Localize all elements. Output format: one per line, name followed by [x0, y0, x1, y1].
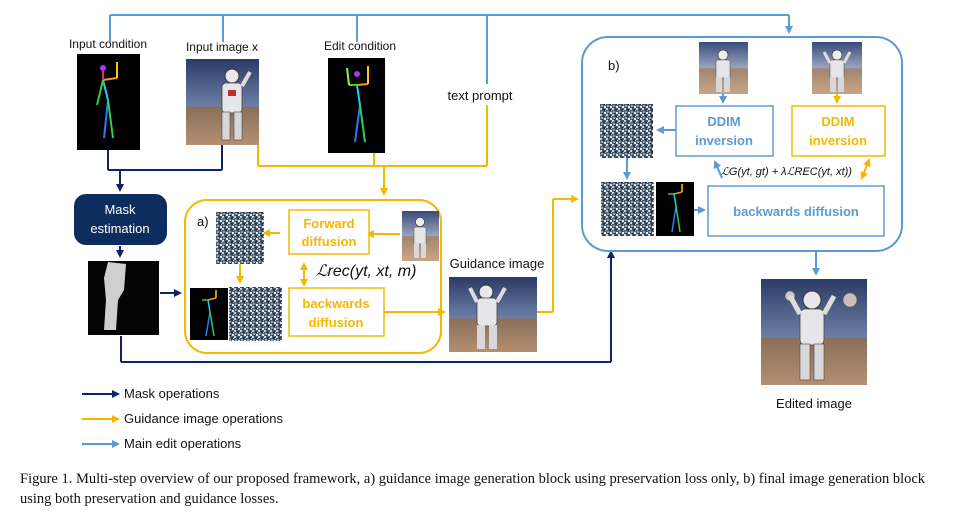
edited-image-label: Edited image [776, 396, 852, 411]
edited-image [761, 279, 867, 385]
block-b-input-image-1 [699, 42, 748, 94]
main-edit-top-lines [109, 14, 793, 84]
backwards-diffusion-a-text-1: backwards [302, 296, 369, 311]
input-image [186, 59, 259, 145]
forward-diffusion-text-1: Forward [303, 216, 354, 231]
ddim-inversion-1-text-1: DDIM [707, 114, 740, 129]
forward-diffusion-text-2: diffusion [302, 234, 357, 249]
loss-b-formula: ℒG(yt, gt) + λℒREC(yt, xt)) [721, 166, 852, 178]
mask-estimation-box: Mask estimation [74, 194, 167, 245]
ddim-inversion-1-text-2: inversion [695, 133, 753, 148]
ddim-inversion-2-text-1: DDIM [821, 114, 854, 129]
noise-image-a-top [216, 212, 264, 264]
ddim-inversion-box-1: DDIM inversion [675, 105, 774, 157]
legend: Mask operations Guidance image operation… [82, 386, 283, 451]
guidance-image [449, 277, 537, 352]
legend-label-guidance: Guidance image operations [124, 411, 283, 426]
backwards-diffusion-b-box: backwards diffusion [707, 185, 885, 237]
guidance-operations-lines [236, 105, 579, 316]
ddim-inversion-2-text-2: inversion [809, 133, 867, 148]
block-b-arrows [623, 94, 871, 276]
block-b-guidance-image [812, 42, 862, 94]
backwards-diffusion-b-text: backwards diffusion [733, 204, 859, 219]
input-condition-label: Input condition [69, 37, 147, 51]
block-b-container [581, 36, 903, 252]
input-condition-image [77, 54, 140, 150]
backwards-diffusion-a-text-2: diffusion [309, 315, 364, 330]
block-a-pose-image [190, 288, 228, 340]
mask-estimation-text-2: estimation [90, 221, 149, 236]
loss-a-formula: ℒrec(yt, xt, m) [316, 263, 416, 280]
legend-label-main-edit: Main edit operations [124, 436, 242, 451]
figure-caption: Figure 1. Multi-step overview of our pro… [20, 471, 926, 507]
edit-condition-image [328, 58, 385, 153]
guidance-image-label: Guidance image [450, 256, 545, 271]
block-a-input-image [402, 211, 439, 261]
noise-image-a-bottom [229, 287, 282, 341]
edit-condition-label: Edit condition [324, 39, 396, 53]
block-b-pose-image [656, 182, 694, 236]
block-a-label: a) [197, 214, 209, 229]
mask-operations-lines [107, 145, 615, 363]
block-b-label: b) [608, 58, 620, 73]
forward-diffusion-box: Forward diffusion [288, 209, 370, 255]
ddim-inversion-box-2: DDIM inversion [791, 105, 886, 157]
mask-estimation-text-1: Mask [104, 202, 136, 217]
block-a-container [184, 199, 442, 354]
noise-image-b-top [600, 104, 653, 158]
backwards-diffusion-a-box: backwards diffusion [288, 287, 385, 337]
text-prompt-label: text prompt [447, 88, 512, 103]
mask-image [88, 261, 159, 335]
input-image-label: Input image x [186, 40, 258, 54]
noise-image-b-bottom [601, 182, 654, 236]
legend-label-mask: Mask operations [124, 386, 220, 401]
